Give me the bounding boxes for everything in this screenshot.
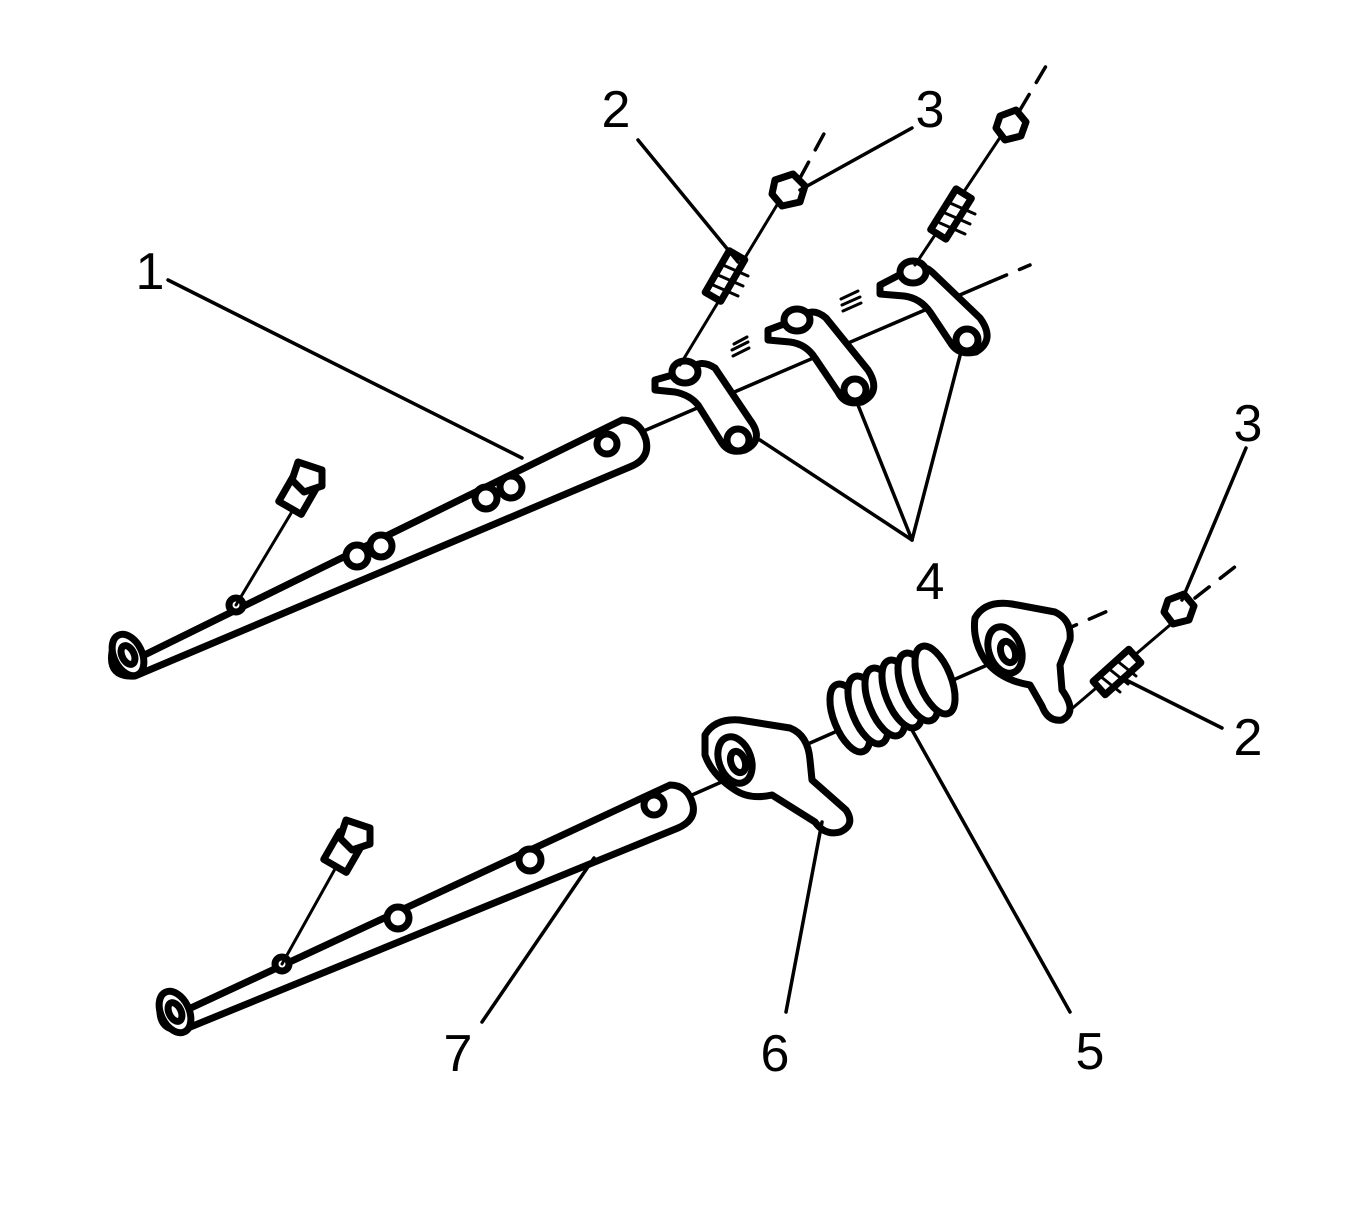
- lower-rocker-shaft: [155, 781, 697, 1037]
- upper-stud-right: [913, 128, 1007, 267]
- small-spring-a: [730, 335, 751, 358]
- callout-7: 7: [443, 1025, 473, 1083]
- leader-lines: [166, 126, 1248, 1024]
- rocker-arm-upper-2: [764, 305, 878, 407]
- callout-4: 4: [915, 553, 945, 611]
- upper-nut-left: [768, 128, 828, 210]
- coil-spring: [826, 642, 959, 756]
- small-spring-b: [839, 289, 863, 313]
- callout-5: 5: [1075, 1023, 1105, 1081]
- upper-rocker-shaft: [107, 416, 651, 680]
- rocker-arm-upper-1: [651, 357, 760, 455]
- rocker-arm-lower-right: [971, 599, 1074, 724]
- rocker-arm-upper-3: [876, 257, 991, 357]
- callout-2-upper: 2: [601, 81, 631, 139]
- callout-6: 6: [760, 1025, 790, 1083]
- callout-3-upper: 3: [915, 81, 945, 139]
- lower-nut: [1160, 564, 1238, 628]
- upper-axis-dash: [988, 263, 1032, 284]
- rocker-arm-lower-left: [701, 716, 854, 837]
- lower-shaft-bolt: [280, 816, 374, 966]
- upper-nut-right: [992, 64, 1048, 144]
- callout-1: 1: [135, 243, 165, 301]
- upper-shaft-bolt: [234, 458, 326, 607]
- callout-2-lower: 2: [1233, 709, 1263, 767]
- callout-3-lower: 3: [1233, 395, 1263, 453]
- upper-stud-left: [678, 198, 782, 367]
- lower-stud: [1066, 623, 1172, 714]
